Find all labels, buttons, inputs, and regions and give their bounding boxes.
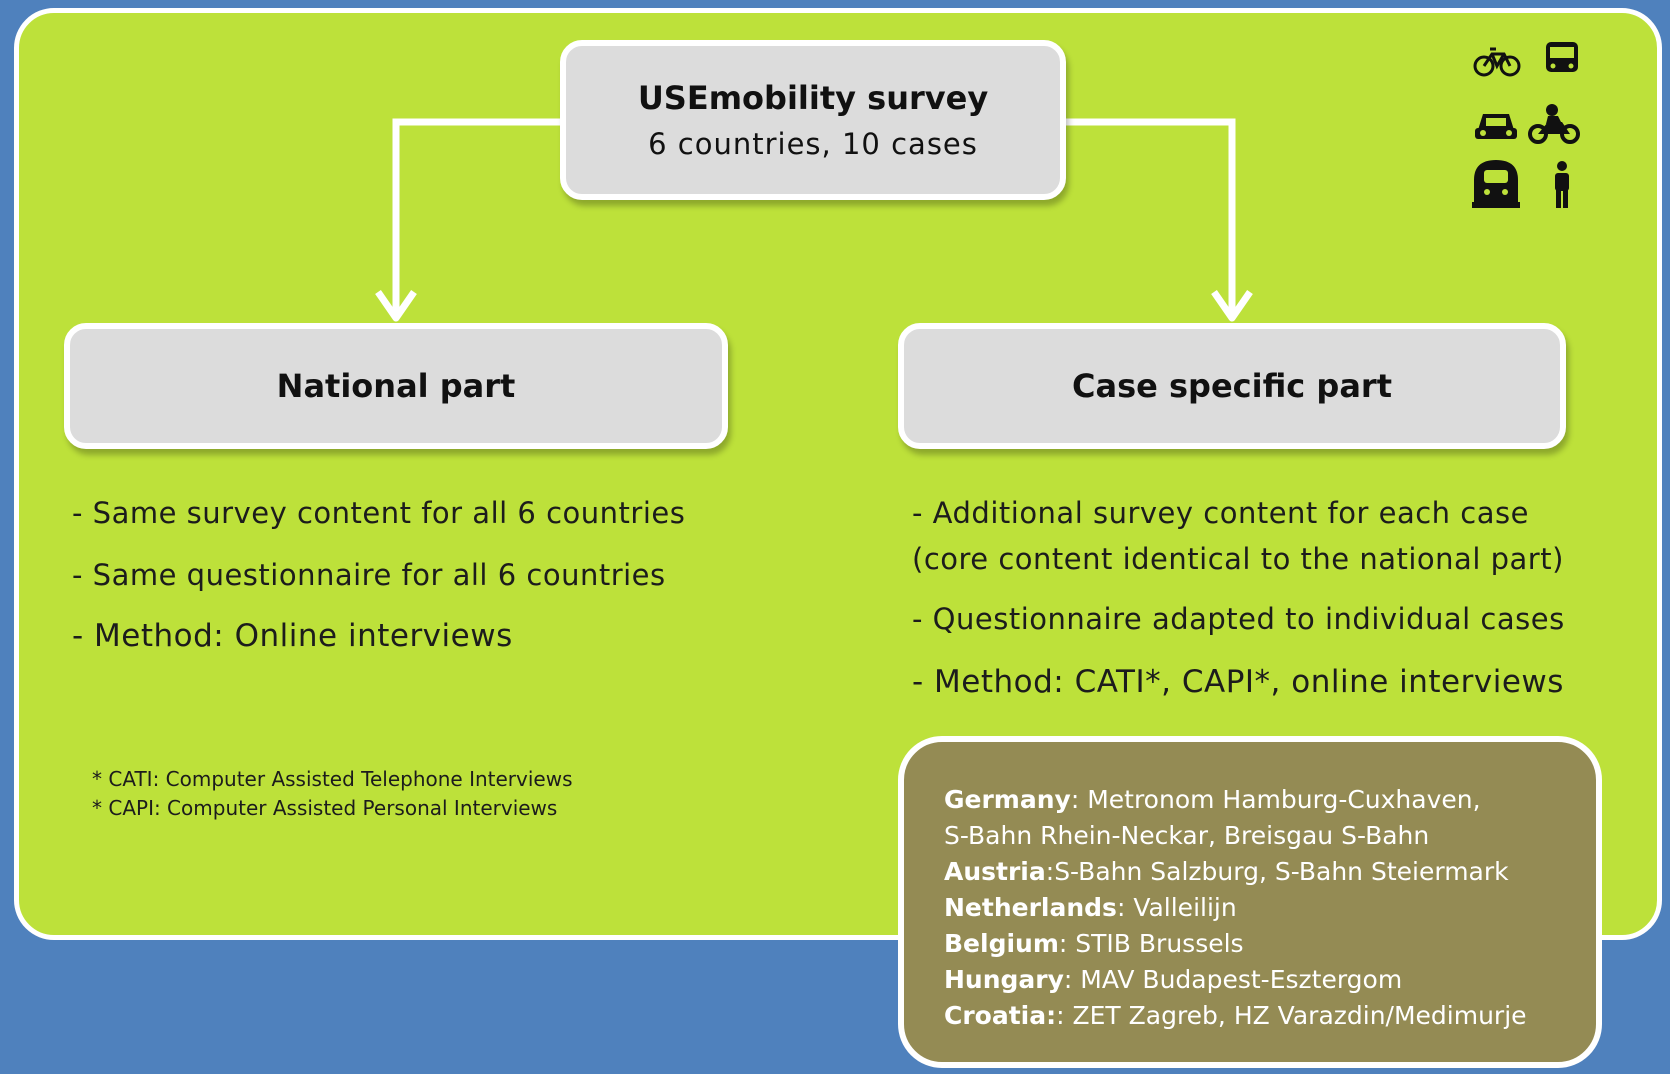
case-country: Belgium (944, 929, 1059, 958)
case-specific-part-box: Case specific part (898, 323, 1566, 449)
national-bullet: - Same questionnaire for all 6 countries (72, 558, 666, 592)
national-part-title: National part (276, 367, 516, 405)
case-country: Germany (944, 785, 1071, 814)
pedestrian-icon (1555, 161, 1569, 208)
case-country: Hungary (944, 965, 1064, 994)
bus-icon (1546, 42, 1578, 72)
survey-subtitle: 6 countries, 10 cases (648, 127, 978, 161)
case-line: Germany: Metronom Hamburg-Cuxhaven, (944, 785, 1481, 814)
arrow-to-case-head (1211, 290, 1253, 322)
case-text: STIB Brussels (1075, 929, 1244, 958)
case-country: Netherlands (944, 893, 1117, 922)
national-part-box: National part (64, 323, 728, 449)
train-icon (1472, 160, 1520, 208)
car-icon (1475, 114, 1517, 139)
arrow-to-case (1064, 118, 1236, 318)
survey-box: USEmobility survey 6 countries, 10 cases (560, 40, 1066, 200)
case-line: Austria:S-Bahn Salzburg, S-Bahn Steierma… (944, 857, 1509, 886)
transport-icons (1472, 42, 1580, 208)
case-text: MAV Budapest-Esztergom (1080, 965, 1403, 994)
case-country: Austria (944, 857, 1046, 886)
arrow-to-national (392, 118, 562, 318)
case-specific-part-title: Case specific part (1072, 367, 1392, 405)
case-line: Hungary: MAV Budapest-Esztergom (944, 965, 1403, 994)
national-bullet: - Method: Online interviews (72, 618, 513, 654)
case-country: Croatia: (944, 1001, 1057, 1030)
case-bullet: - Questionnaire adapted to individual ca… (912, 602, 1565, 636)
case-bullet: - Method: CATI*, CAPI*, online interview… (912, 664, 1564, 700)
case-text: S-Bahn Salzburg, S-Bahn Steiermark (1054, 857, 1509, 886)
footnote-cati: * CATI: Computer Assisted Telephone Inte… (92, 767, 573, 791)
survey-title: USEmobility survey (637, 79, 989, 117)
footnote-capi: * CAPI: Computer Assisted Personal Inter… (92, 796, 558, 820)
case-text: S-Bahn Rhein-Neckar, Breisgau S-Bahn (944, 821, 1430, 850)
case-bullet: (core content identical to the national … (912, 542, 1564, 576)
national-bullet: - Same survey content for all 6 countrie… (72, 496, 686, 530)
case-text: ZET Zagreb, HZ Varazdin/Medimurje (1072, 1001, 1527, 1030)
motorcycle-icon (1528, 104, 1580, 144)
bicycle-icon (1473, 47, 1521, 77)
case-line: Croatia:: ZET Zagreb, HZ Varazdin/Medimu… (944, 1001, 1527, 1030)
arrow-to-national-head (375, 290, 417, 322)
cases-list-box: Germany: Metronom Hamburg-Cuxhaven, S-Ba… (898, 736, 1602, 1068)
case-line: Belgium: STIB Brussels (944, 929, 1244, 958)
case-line: S-Bahn Rhein-Neckar, Breisgau S-Bahn (944, 818, 1596, 854)
case-text: Valleilijn (1133, 893, 1237, 922)
case-text: Metronom Hamburg-Cuxhaven, (1087, 785, 1481, 814)
case-line: Netherlands: Valleilijn (944, 893, 1237, 922)
case-bullet: - Additional survey content for each cas… (912, 496, 1529, 530)
